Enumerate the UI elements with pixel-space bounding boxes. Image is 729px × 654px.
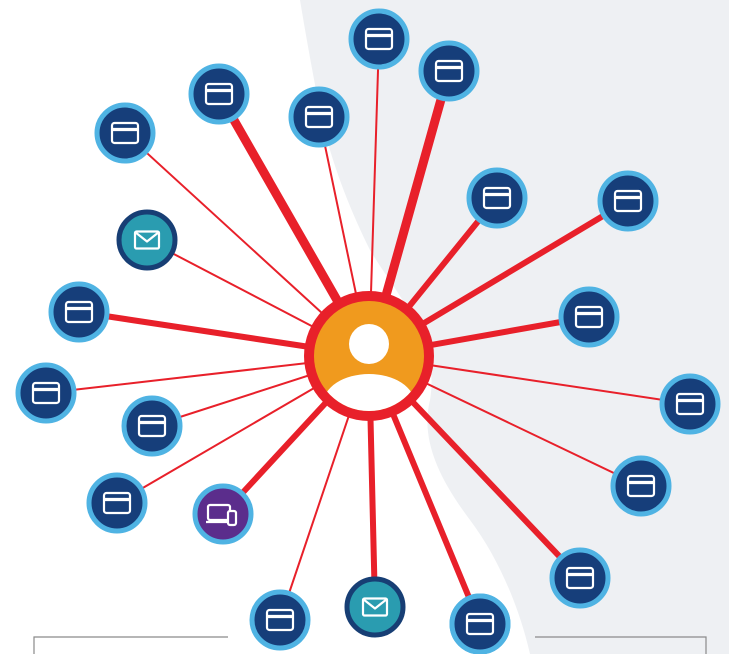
node-circle — [344, 576, 406, 638]
node-12 — [659, 373, 721, 435]
credit-card-icon — [304, 105, 334, 129]
node-circle — [348, 8, 410, 70]
node-circle — [659, 373, 721, 435]
node-circle — [15, 362, 77, 424]
node-9 — [48, 281, 110, 343]
node-circle — [249, 589, 311, 651]
node-1 — [348, 8, 410, 70]
credit-card-icon — [204, 82, 234, 106]
node-13 — [121, 395, 183, 457]
device-icon — [206, 503, 238, 527]
user-avatar-icon — [323, 324, 415, 411]
node-circle — [192, 483, 254, 545]
node-17 — [249, 589, 311, 651]
credit-card-icon — [465, 612, 495, 636]
node-circle — [188, 63, 250, 125]
caption-frame — [33, 636, 707, 654]
credit-card-icon — [574, 305, 604, 329]
node-16 — [86, 472, 148, 534]
node-circle — [610, 455, 672, 517]
node-circle — [466, 167, 528, 229]
node-8 — [116, 209, 178, 271]
credit-card-icon — [265, 608, 295, 632]
node-circle — [288, 86, 350, 148]
credit-card-icon — [613, 189, 643, 213]
node-circle — [86, 472, 148, 534]
node-11 — [15, 362, 77, 424]
credit-card-icon — [565, 566, 595, 590]
node-4 — [288, 86, 350, 148]
credit-card-icon — [626, 474, 656, 498]
email-icon — [133, 230, 161, 250]
credit-card-icon — [102, 491, 132, 515]
frame-line-left — [33, 636, 228, 654]
nodes — [15, 8, 721, 654]
center-node — [304, 291, 434, 421]
node-2 — [418, 40, 480, 102]
node-circle — [597, 170, 659, 232]
node-circle — [48, 281, 110, 343]
node-circle — [449, 593, 511, 654]
credit-card-icon — [482, 186, 512, 210]
credit-card-icon — [110, 121, 140, 145]
node-circle — [558, 286, 620, 348]
node-circle — [549, 547, 611, 609]
node-3 — [188, 63, 250, 125]
avatar-body — [323, 374, 415, 411]
node-14 — [610, 455, 672, 517]
node-circle — [116, 209, 178, 271]
email-icon — [361, 597, 389, 617]
node-15 — [192, 483, 254, 545]
node-5 — [94, 102, 156, 164]
node-circle — [94, 102, 156, 164]
node-10 — [558, 286, 620, 348]
node-19 — [344, 576, 406, 638]
credit-card-icon — [137, 414, 167, 438]
credit-card-icon — [64, 300, 94, 324]
credit-card-icon — [434, 59, 464, 83]
node-7 — [597, 170, 659, 232]
node-circle — [121, 395, 183, 457]
avatar-head — [349, 324, 389, 364]
credit-card-icon — [31, 381, 61, 405]
node-18 — [549, 547, 611, 609]
credit-card-icon — [675, 392, 705, 416]
node-6 — [466, 167, 528, 229]
node-circle — [418, 40, 480, 102]
node-21 — [449, 593, 511, 654]
frame-line-right — [535, 636, 707, 654]
credit-card-icon — [364, 27, 394, 51]
